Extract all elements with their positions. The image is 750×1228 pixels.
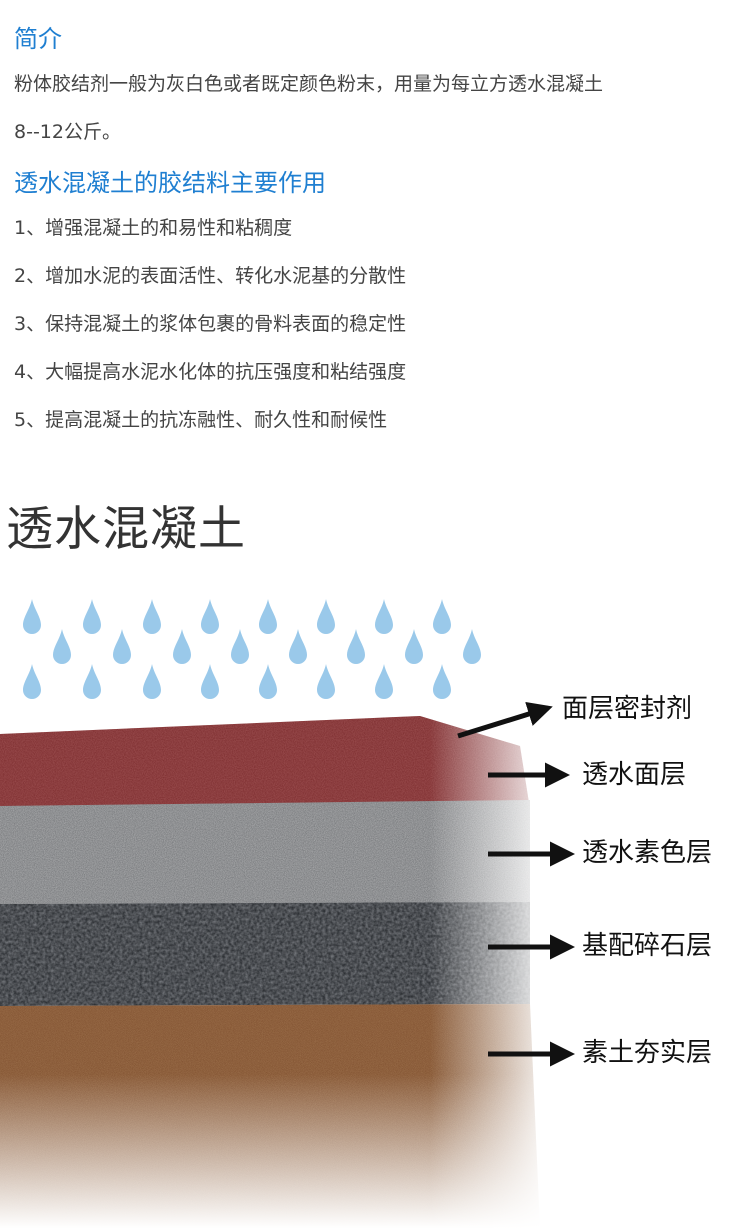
functions-heading: 透水混凝土的胶结料主要作用 xyxy=(14,169,326,197)
function-item-5: 5、提高混凝土的抗冻融性、耐久性和耐候性 xyxy=(14,409,388,431)
raindrop-icon xyxy=(433,664,451,699)
raindrop-icon xyxy=(231,629,249,664)
raindrop-icon xyxy=(143,664,161,699)
raindrop-icon xyxy=(201,664,219,699)
raindrop-icon xyxy=(289,629,307,664)
raindrop-icon xyxy=(317,599,335,634)
raindrop-icon xyxy=(113,629,131,664)
label-plain-layer: 透水素色层 xyxy=(582,838,713,868)
raindrop-icon xyxy=(375,664,393,699)
intro-line-2: 8--12公斤。 xyxy=(14,121,121,143)
raindrop-icon xyxy=(23,599,41,634)
label-gravel: 基配碎石层 xyxy=(582,931,713,961)
intro-heading: 简介 xyxy=(14,25,62,53)
layer-surface-sealant xyxy=(0,716,530,809)
raindrop-icon xyxy=(317,664,335,699)
layer-gravel xyxy=(0,902,530,1006)
label-sealant: 面层密封剂 xyxy=(562,694,693,724)
raindrop-icon xyxy=(201,599,219,634)
layer-arrows xyxy=(457,702,575,1067)
raindrops xyxy=(23,599,481,699)
raindrop-icon xyxy=(83,664,101,699)
layer-illustration xyxy=(0,599,750,1228)
function-item-2: 2、增加水泥的表面活性、转化水泥基的分散性 xyxy=(14,265,407,287)
diagram-title: 透水混凝土 xyxy=(6,502,246,557)
function-item-1: 1、增强混凝土的和易性和粘稠度 xyxy=(14,217,293,239)
arrow-sealant xyxy=(457,702,553,739)
raindrop-icon xyxy=(173,629,191,664)
raindrop-icon xyxy=(433,599,451,634)
raindrop-icon xyxy=(143,599,161,634)
raindrop-icon xyxy=(259,599,277,634)
layer-permeable-surface xyxy=(0,800,530,904)
raindrop-icon xyxy=(347,629,365,664)
raindrop-icon xyxy=(375,599,393,634)
raindrop-icon xyxy=(463,629,481,664)
raindrop-icon xyxy=(83,599,101,634)
pervious-concrete-diagram: 透水混凝土 xyxy=(0,484,750,1228)
label-soil: 素土夯实层 xyxy=(582,1038,713,1068)
function-item-4: 4、大幅提高水泥水化体的抗压强度和粘结强度 xyxy=(14,361,407,383)
raindrop-icon xyxy=(405,629,423,664)
intro-line-1: 粉体胶结剂一般为灰白色或者既定颜色粉末，用量为每立方透水混凝土 xyxy=(14,73,604,95)
raindrop-icon xyxy=(23,664,41,699)
raindrop-icon xyxy=(53,629,71,664)
raindrop-icon xyxy=(259,664,277,699)
function-item-3: 3、保持混凝土的浆体包裹的骨料表面的稳定性 xyxy=(14,313,407,335)
label-permeable-surface: 透水面层 xyxy=(582,760,687,790)
